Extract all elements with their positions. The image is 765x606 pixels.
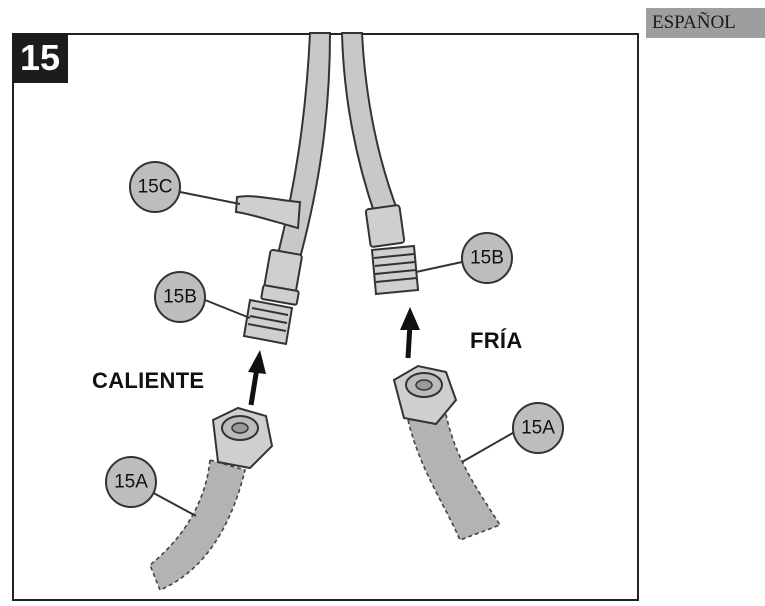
- cold-label: FRÍA: [470, 328, 523, 353]
- cold-supply-line: [407, 409, 502, 542]
- callout-15B-left: 15B: [154, 271, 206, 323]
- callout-15C: 15C: [129, 161, 181, 213]
- step-number: 15: [12, 33, 68, 83]
- hot-supply-line: [149, 458, 246, 592]
- callout-15A-left: 15A: [105, 456, 157, 508]
- cold-arrow: [400, 307, 420, 359]
- callout-15A-right: 15A: [512, 402, 564, 454]
- hot-label: CALIENTE: [92, 368, 205, 393]
- hot-fitting: [242, 298, 294, 346]
- hose-clip: [234, 195, 302, 230]
- callout-15A-right-text: 15A: [521, 418, 555, 439]
- callout-15C-text: 15C: [138, 177, 173, 198]
- cold-hose: [340, 32, 400, 220]
- hot-arrow: [248, 350, 266, 406]
- callout-15A-left-text: 15A: [114, 472, 148, 493]
- language-tab: ESPAÑOL: [646, 8, 765, 38]
- cold-ferrule: [364, 204, 406, 248]
- callout-15B-right-text: 15B: [470, 248, 504, 269]
- callout-15B-right: 15B: [461, 232, 513, 284]
- hot-collar: [260, 284, 300, 306]
- callout-15B-left-text: 15B: [163, 287, 197, 308]
